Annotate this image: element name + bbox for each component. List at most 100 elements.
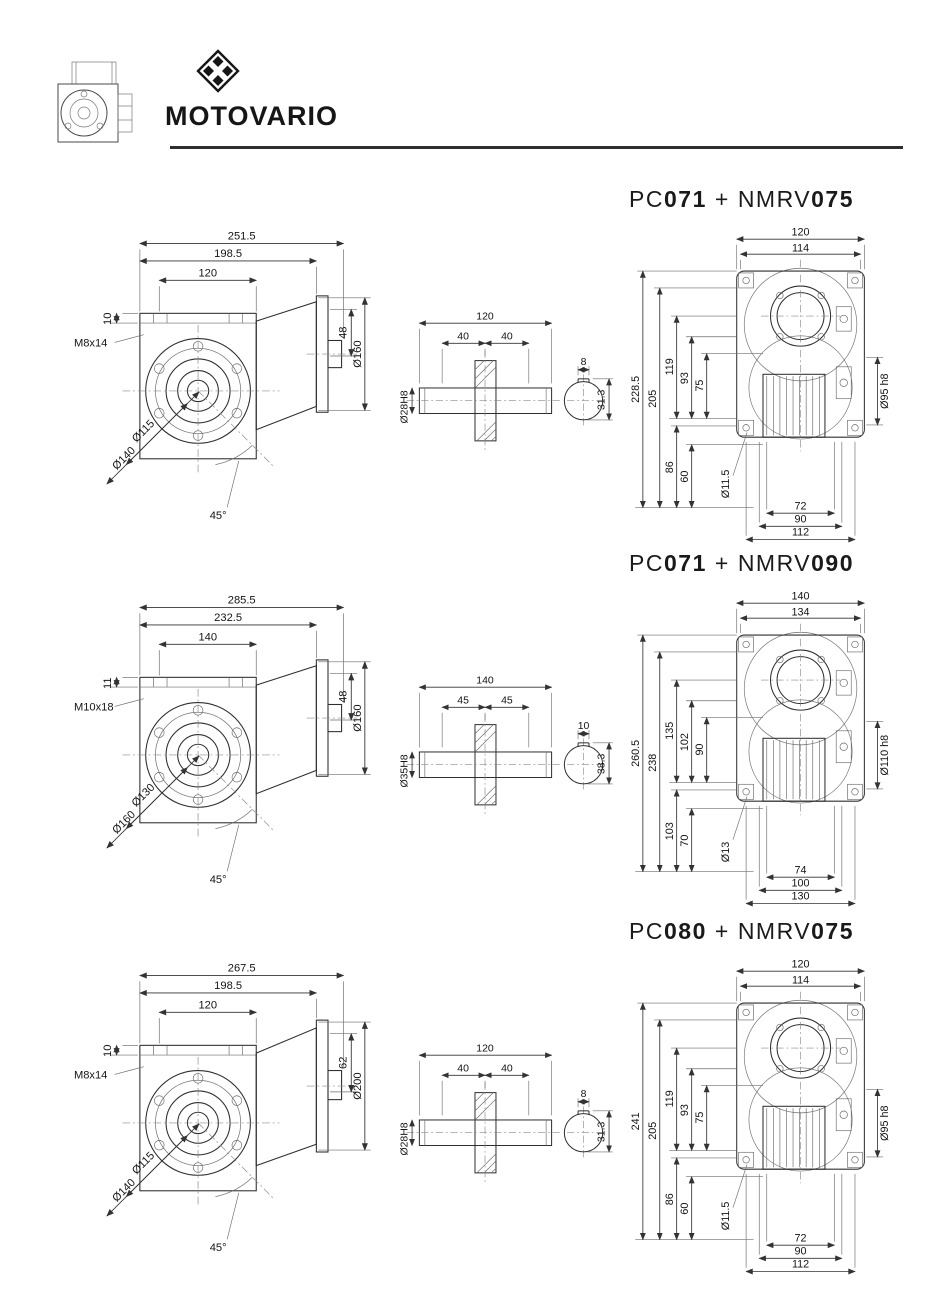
section-title: PC071+NMRV075 (629, 186, 854, 213)
dim-boss: 48 (337, 691, 349, 703)
dim-front-width2: 114 (792, 974, 809, 986)
dim-b1: 72 (795, 500, 807, 512)
dim-key-width: 8 (581, 357, 587, 368)
dim-front-width2: 134 (792, 606, 810, 618)
centerlines (406, 350, 604, 451)
dim-total-width: 267.5 (228, 963, 256, 975)
side-dimensions: 251.5 198.5 120 10 M8x14 48 Ø160 Ø115 Ø1… (74, 231, 371, 522)
model-prefix: PC (629, 186, 664, 212)
dim-outer-circle: Ø160 (110, 809, 138, 837)
front-view-drawing: 120 114 228.5 205 119 93 75 86 60 Ø95 h8… (630, 226, 891, 543)
plus-sign: + (714, 918, 730, 944)
dim-outer-circle: Ø140 (110, 445, 138, 473)
dim-h5: 75 (694, 1112, 706, 1124)
dim-shaft-dia: Ø110 h8 (879, 735, 891, 776)
side-dimensions: 285.5 232.5 140 11 M10x18 48 Ø160 Ø130 Ø… (74, 595, 371, 886)
dim-b2: 90 (795, 514, 807, 526)
centerlines (761, 623, 840, 816)
dim-b1: 72 (795, 1232, 807, 1244)
model2-prefix: NMRV (737, 918, 812, 944)
dim-bore: Ø28H8 (400, 1122, 411, 1155)
shaft-section-drawing: 120 40 40 Ø28H8 8 31.3 (400, 1044, 613, 1183)
model2-size: 075 (811, 186, 854, 212)
plus-sign: + (714, 550, 730, 576)
dim-shaft-length: 120 (476, 1044, 494, 1055)
dim-h1: 241 (630, 1112, 642, 1130)
dim-half-left: 40 (457, 1064, 469, 1075)
model-size: 080 (664, 918, 707, 944)
extension-lines (635, 608, 884, 900)
front-view-drawing: 140 134 260.5 238 135 102 90 103 70 Ø110… (630, 590, 891, 907)
extension-lines (635, 976, 884, 1268)
side-view-drawing: 267.5 198.5 120 10 M8x14 62 Ø200 Ø115 Ø1… (74, 963, 371, 1254)
dim-inner-width: 120 (198, 999, 217, 1011)
model-size: 071 (664, 550, 707, 576)
model-size: 071 (664, 186, 707, 212)
shaft-dimensions: 140 45 45 Ø35H8 10 38.3 (400, 676, 613, 788)
bore-circle (563, 1110, 604, 1153)
dim-key-depth: 31.3 (596, 389, 607, 410)
model2-size: 075 (811, 918, 854, 944)
model2-size: 090 (811, 550, 854, 576)
dim-inner-width: 120 (198, 267, 217, 279)
gearbox-side-geometry (139, 1019, 343, 1192)
dim-h3: 119 (664, 358, 676, 375)
centerlines (406, 1082, 604, 1183)
section-pc080-nmrv075: PC080 + NMRV075 (0, 900, 950, 1275)
brand-name: MOTOVARIO (165, 101, 339, 131)
dim-h2: 238 (647, 754, 659, 772)
dim-shaft-dia: Ø95 h8 (879, 1106, 891, 1141)
model-prefix: PC (629, 918, 664, 944)
dim-bolt-circle: Ø115 (130, 418, 157, 445)
dim-half-right: 40 (501, 1064, 513, 1075)
dim-key-width: 8 (581, 1089, 587, 1100)
dim-hole-dia: Ø11.5 (720, 470, 732, 499)
dim-h1: 228.5 (630, 376, 642, 403)
plus-sign: + (714, 186, 730, 212)
dim-mid-width: 198.5 (214, 980, 242, 992)
dim-key-depth: 31.3 (596, 1121, 607, 1142)
dim-h5: 75 (694, 380, 706, 392)
model2-prefix: NMRV (737, 550, 812, 576)
dim-shaft-length: 140 (476, 676, 494, 687)
dim-hole-dia: Ø13 (720, 842, 732, 862)
extension-lines (635, 244, 884, 536)
dim-half-left: 45 (457, 696, 469, 707)
hub-hatching (474, 1092, 497, 1174)
dim-h4: 102 (679, 733, 691, 751)
dim-h4: 93 (679, 372, 691, 384)
dim-b3: 112 (792, 1259, 809, 1271)
hub-hatching (474, 360, 497, 442)
dim-bolt-circle: Ø130 (130, 782, 158, 810)
centerlines (406, 714, 604, 815)
dim-h2: 205 (647, 1122, 659, 1140)
bore-circle (563, 378, 604, 421)
dim-angle: 45° (210, 874, 227, 886)
centerlines (761, 991, 840, 1184)
dim-h4: 93 (679, 1104, 691, 1116)
shaft-section-drawing: 140 45 45 Ø35H8 10 38.3 (400, 676, 613, 815)
dim-h6: 86 (664, 1193, 676, 1205)
dim-angle: 45° (210, 1242, 227, 1254)
side-view-drawing: 285.5 232.5 140 11 M10x18 48 Ø160 Ø130 Ø… (74, 595, 371, 886)
side-view-drawing: 251.5 198.5 120 10 M8x14 48 Ø160 Ø115 Ø1… (74, 231, 371, 522)
front-dimensions: 120 114 241 205 119 93 75 86 60 Ø95 h8 Ø… (630, 958, 891, 1275)
dim-h5: 90 (694, 744, 706, 756)
dim-b1: 74 (795, 864, 807, 876)
dim-lip: 10 (102, 313, 114, 325)
bore-circle (563, 742, 604, 785)
shaft-section-drawing: 120 40 40 Ø28H8 8 31.3 (400, 312, 613, 451)
dim-inner-width: 140 (198, 631, 217, 643)
dim-boss: 62 (337, 1057, 349, 1069)
thread-callout: M10x18 (74, 701, 114, 713)
brand-logo: MOTOVARIO (165, 48, 338, 132)
shaft-dimensions: 120 40 40 Ø28H8 8 31.3 (400, 312, 613, 424)
thread-callout: M8x14 (74, 1069, 107, 1081)
front-dimensions: 140 134 260.5 238 135 102 90 103 70 Ø110… (630, 590, 891, 907)
dim-key-depth: 38.3 (596, 753, 607, 774)
dim-outer-circle: Ø140 (110, 1177, 138, 1205)
dim-mid-width: 198.5 (214, 248, 242, 260)
section-title: PC071+NMRV090 (629, 550, 854, 577)
dim-front-width: 120 (792, 226, 810, 238)
